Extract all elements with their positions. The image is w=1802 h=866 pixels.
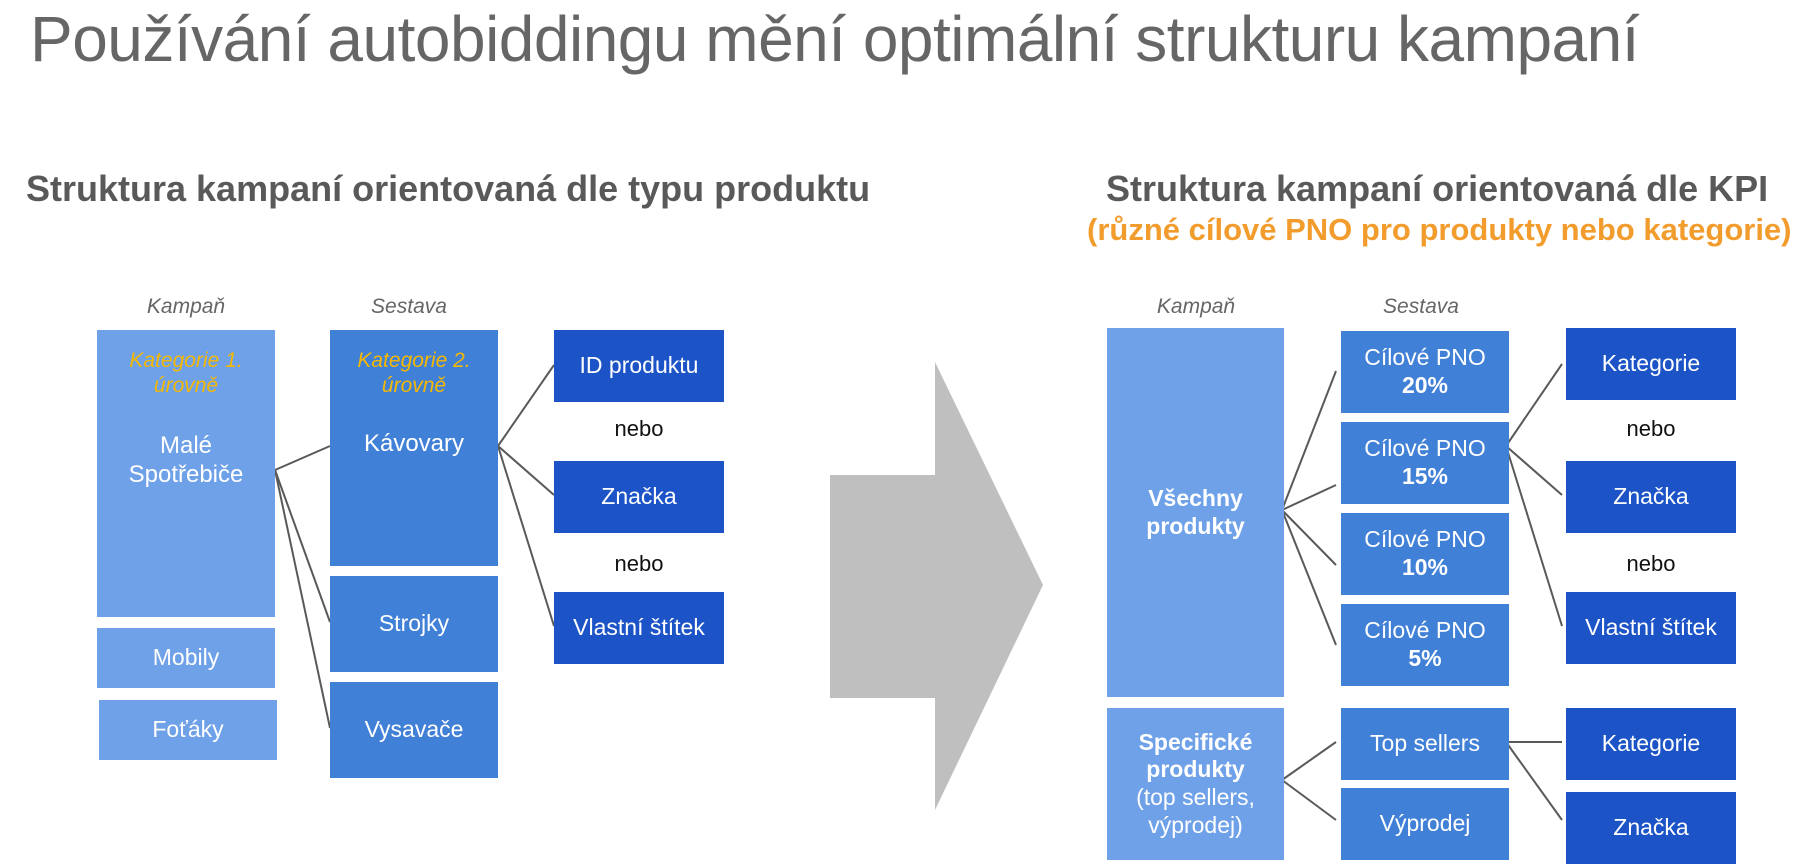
right-col-adgroup-label: Sestava [1383, 295, 1459, 318]
page-title: Používání autobiddingu mění optimální st… [30, 3, 1640, 75]
right-or-label: nebo [1626, 551, 1676, 576]
left-adgroup-box: Vysavače [330, 682, 498, 778]
left-adgroup-box: Kategorie 2. úrovně Kávovary [330, 330, 498, 566]
right-pno-value: 20% [1401, 372, 1449, 398]
right-pno-box: Cílové PNO 10% [1341, 513, 1509, 595]
left-campaign-box: Kategorie 1. úrovně Malé Spotřebiče [97, 330, 275, 617]
right-campaign-specific-detail: (top sellers, výprodej) [1136, 784, 1255, 838]
left-heading: Struktura kampaní orientovaná dle typu p… [26, 168, 871, 209]
right-target-box: Značka [1566, 461, 1736, 533]
right-target-box: Značka [1566, 792, 1736, 864]
left-adgroup-name: Kávovary [363, 430, 465, 458]
left-col-adgroup-label: Sestava [371, 295, 447, 318]
right-target-box: Vlastní štítek [1566, 592, 1736, 664]
left-target-box: Vlastní štítek [554, 592, 724, 664]
right-adgroup-box: Top sellers [1341, 708, 1509, 780]
right-pno-value: 15% [1401, 463, 1449, 489]
right-pno-label: Cílové PNO [1364, 435, 1486, 462]
left-adgroup-box: Strojky [330, 576, 498, 672]
left-campaign-category-label: Kategorie 1. úrovně [129, 349, 243, 398]
right-pno-box: Cílové PNO 15% [1341, 422, 1509, 504]
transition-arrow [830, 362, 1043, 810]
right-subheading: (různé cílové PNO pro produkty nebo kate… [1087, 212, 1792, 247]
left-or-label: nebo [614, 551, 664, 576]
right-pno-value: 10% [1401, 554, 1449, 580]
left-adgroup-category-label: Kategorie 2. úrovně [357, 349, 471, 398]
left-campaign-box: Mobily [97, 628, 275, 688]
left-col-campaign-label: Kampaň [146, 295, 226, 318]
right-campaign-specific-name: Specifické produkty [1138, 728, 1253, 783]
right-pno-label: Cílové PNO [1364, 617, 1486, 644]
left-target-box: Značka [554, 461, 724, 533]
right-adgroup-box: Výprodej [1341, 788, 1509, 860]
right-pno-label: Cílové PNO [1364, 344, 1486, 371]
right-heading: Struktura kampaní orientovaná dle KPI [1106, 168, 1769, 209]
right-or-label: nebo [1626, 416, 1676, 441]
left-campaign-name: Malé Spotřebiče [128, 432, 244, 489]
right-pno-box: Cílové PNO 5% [1341, 604, 1509, 686]
right-pno-label: Cílové PNO [1364, 526, 1486, 553]
right-campaign-all-box: Všechny produkty [1107, 328, 1284, 697]
right-pno-box: Cílové PNO 20% [1341, 331, 1509, 413]
right-pno-value: 5% [1408, 645, 1442, 671]
left-campaign-box: Foťáky [99, 700, 277, 760]
left-target-box: ID produktu [554, 330, 724, 402]
right-target-box: Kategorie [1566, 328, 1736, 400]
right-campaign-specific-box: Specifické produkty (top sellers, výprod… [1107, 708, 1284, 860]
left-or-label: nebo [614, 416, 664, 441]
right-col-campaign-label: Kampaň [1156, 295, 1236, 318]
right-campaign-all-name: Všechny produkty [1146, 484, 1245, 539]
right-target-box: Kategorie [1566, 708, 1736, 780]
